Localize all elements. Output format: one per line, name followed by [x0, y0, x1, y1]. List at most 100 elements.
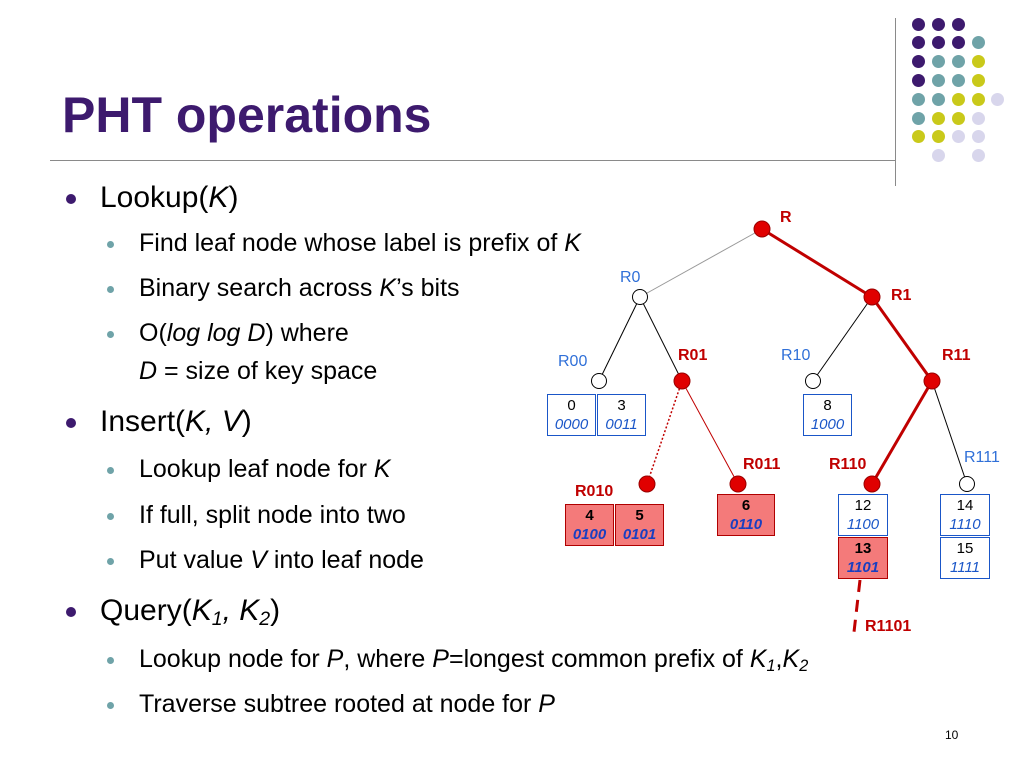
- leaf-key: 3: [617, 397, 626, 414]
- deco-dot: [991, 93, 1004, 106]
- bullet-lookup: Lookup(K): [100, 181, 238, 215]
- leaf-key: 12: [854, 497, 872, 514]
- leaf-cell-6: 6 0110: [717, 494, 775, 536]
- leaf-cell-12: 12 1100: [838, 494, 888, 536]
- deco-dot: [952, 18, 965, 31]
- label-r10: R10: [781, 347, 811, 364]
- leaf-key: 4: [585, 507, 594, 524]
- lookup-arg: K: [208, 181, 229, 214]
- node-r: [753, 220, 771, 238]
- node-r1: [863, 288, 881, 306]
- deco-dot: [952, 36, 965, 49]
- leaf-cell-3: 3 0011: [597, 394, 646, 436]
- leaf-bits: 1111: [949, 559, 981, 576]
- lookup-node-text: Lookup node for: [139, 645, 327, 673]
- put-value-text: Put value: [139, 546, 251, 574]
- deco-dot: [912, 36, 925, 49]
- leaf-key: 13: [854, 540, 872, 557]
- node-r11: [923, 372, 941, 390]
- leaf-key: 5: [635, 507, 644, 524]
- deco-dot: [912, 130, 925, 143]
- query-k2: K: [239, 594, 260, 627]
- sub-bullet-dot: [107, 513, 114, 520]
- label-r11: R11: [942, 347, 971, 364]
- leaf-key: 15: [956, 540, 974, 557]
- lookup-node-k1-sub: 1: [766, 657, 776, 676]
- deco-dot: [952, 112, 965, 125]
- sub-bullet-dot: [107, 286, 114, 293]
- lookup-head: Lookup(: [100, 181, 209, 214]
- query-k1: K: [191, 594, 212, 627]
- sub-bullet-complexity: O(log log D) where: [139, 319, 349, 348]
- page-number: 10: [945, 728, 959, 742]
- leaf-key: 14: [956, 497, 974, 514]
- edge-r01-r011: [681, 380, 739, 485]
- leaf-key: 8: [823, 397, 832, 414]
- deco-dot: [972, 93, 985, 106]
- path-r-r1: [761, 227, 873, 299]
- deco-dot: [932, 149, 945, 162]
- leaf-cell-13: 13 1101: [838, 537, 888, 579]
- sub-bullet-binary-search: Binary search across K’s bits: [139, 274, 460, 303]
- label-r01: R01: [678, 347, 708, 364]
- query-k2-sub: 2: [259, 607, 271, 630]
- traverse-text: Traverse subtree rooted at node for: [139, 690, 539, 718]
- deco-dot: [972, 149, 985, 162]
- lookup-node-p2: P: [432, 645, 449, 673]
- complexity-close: ) where: [265, 319, 349, 347]
- deco-dot: [932, 74, 945, 87]
- deco-dot: [952, 93, 965, 106]
- deco-dot: [932, 130, 945, 143]
- edge-r0-r01: [639, 296, 683, 382]
- leaf-bits: 0101: [622, 526, 657, 543]
- deco-dot: [952, 55, 965, 68]
- bullet-dot: [66, 607, 76, 617]
- path-r11-r110: [870, 380, 934, 485]
- put-value-v: V: [250, 546, 267, 574]
- label-r: R: [780, 209, 792, 226]
- leaf-cell-4: 4 0100: [565, 504, 614, 546]
- leaf-bits: 0000: [554, 416, 589, 433]
- lookup-node-k2-sub: 2: [799, 657, 809, 676]
- title-divider: [50, 160, 895, 161]
- binary-search-text: Binary search across: [139, 274, 380, 302]
- sub-bullet-split: If full, split node into two: [139, 501, 406, 530]
- leaf-bits: 1101: [846, 559, 880, 576]
- node-r10: [805, 373, 821, 389]
- lookup-node-lcp: =longest common prefix of: [448, 645, 750, 673]
- deco-dot: [912, 18, 925, 31]
- label-r111: R111: [964, 449, 1000, 466]
- deco-dot: [932, 55, 945, 68]
- deco-dot: [932, 112, 945, 125]
- sub-bullet-dot: [107, 331, 114, 338]
- query-head: Query(: [100, 594, 192, 627]
- deco-dot: [912, 93, 925, 106]
- sub-bullet-dot: [107, 558, 114, 565]
- sub-bullet-put-value: Put value V into leaf node: [139, 546, 424, 575]
- label-r0: R0: [620, 269, 641, 286]
- find-leaf-text: Find leaf node whose label is prefix of: [139, 229, 565, 257]
- deco-dot: [932, 93, 945, 106]
- label-r010: R010: [575, 483, 614, 500]
- deco-dot: [952, 74, 965, 87]
- vertical-divider: [895, 18, 896, 186]
- insert-args: K, V: [185, 405, 242, 438]
- leaf-cell-5: 5 0101: [615, 504, 664, 546]
- lookup-tail: ): [228, 181, 239, 214]
- leaf-bits: 0100: [572, 526, 607, 543]
- label-r00: R00: [558, 353, 588, 370]
- deco-dot: [912, 112, 925, 125]
- label-r1101: R1101: [865, 618, 912, 635]
- sub-bullet-dot: [107, 702, 114, 709]
- leaf-cell-0: 0 0000: [547, 394, 596, 436]
- put-value-tail: into leaf node: [266, 546, 424, 574]
- edge-r1-r10: [812, 296, 873, 382]
- sub-bullet-find-leaf: Find leaf node whose label is prefix of …: [139, 229, 581, 258]
- deco-dot: [972, 36, 985, 49]
- lookup-node-where: , where: [343, 645, 433, 673]
- deco-dot: [932, 36, 945, 49]
- leaf-bits: 1000: [810, 416, 845, 433]
- deco-dot: [952, 130, 965, 143]
- leaf-cell-8: 8 1000: [803, 394, 852, 436]
